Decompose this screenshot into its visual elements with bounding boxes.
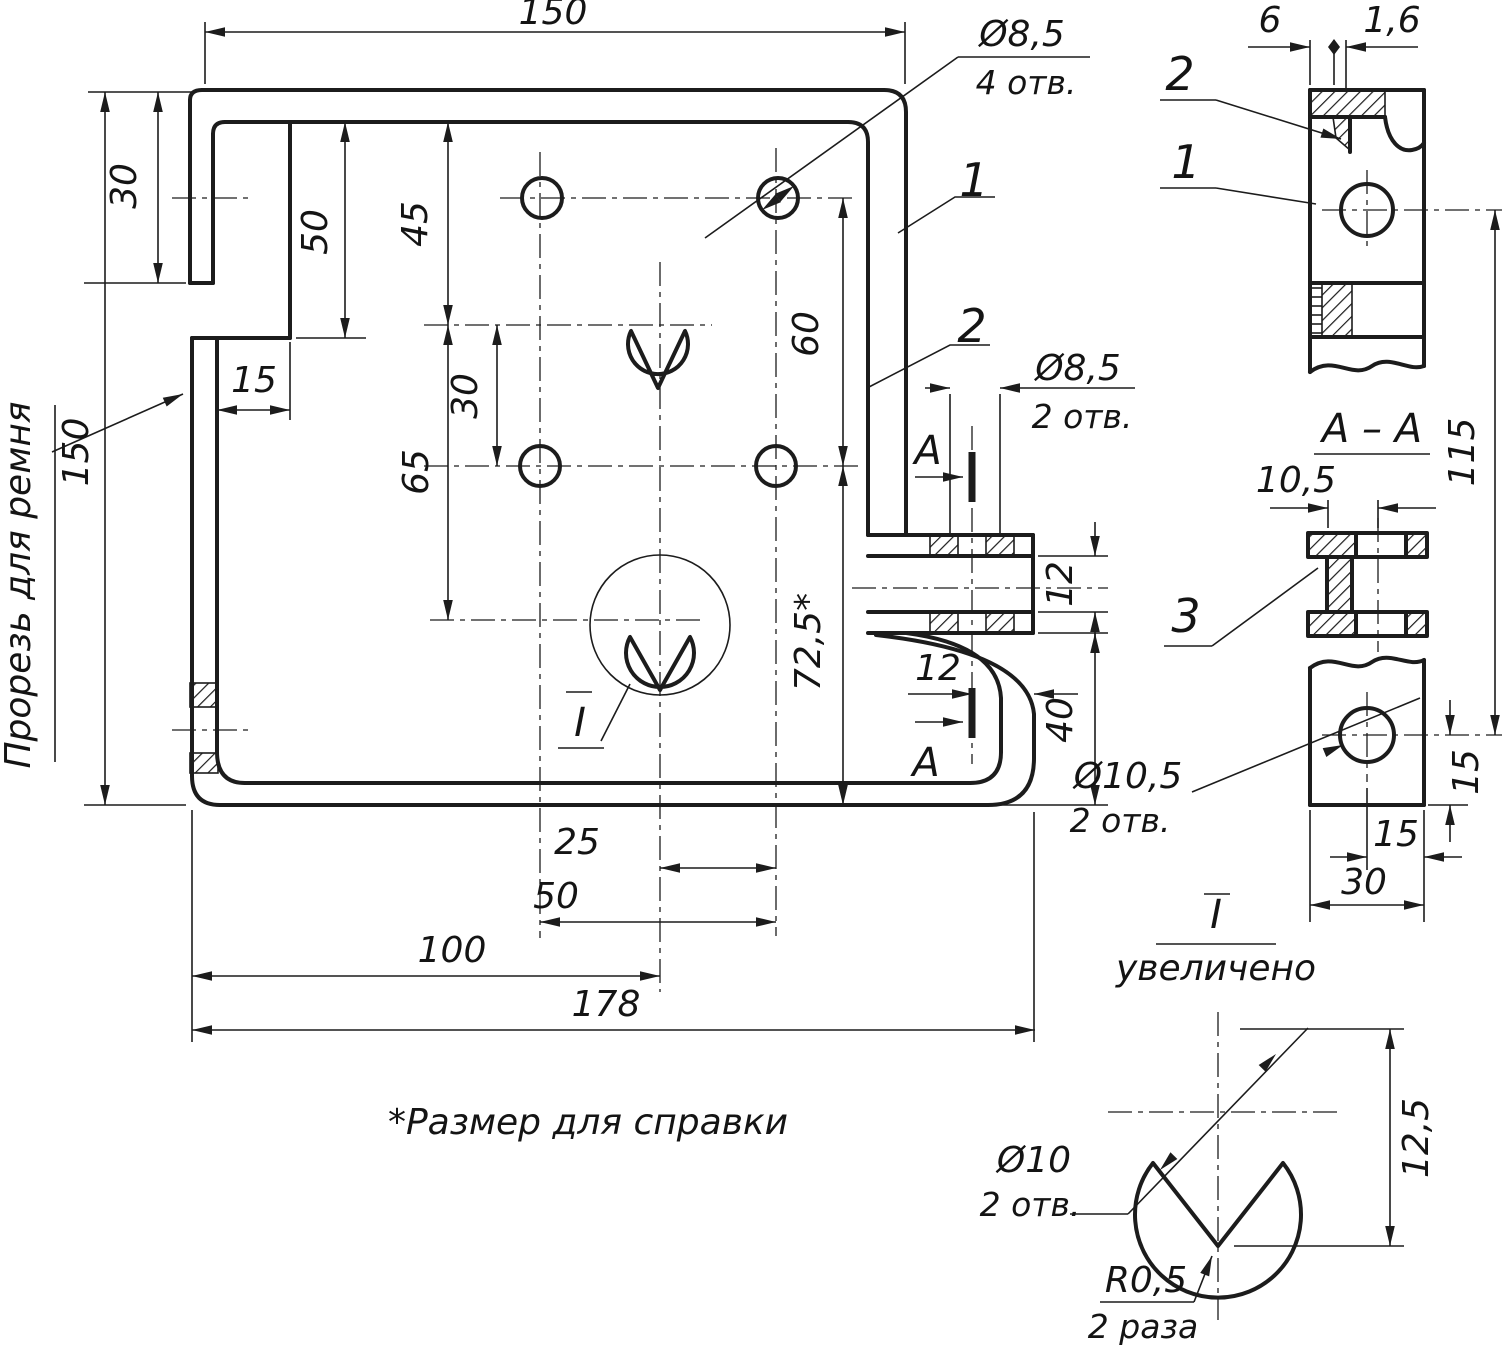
dim-12-bush: 12 [1040, 561, 1081, 607]
side-view-hatch-top [1309, 89, 1386, 118]
plate-outline [1308, 655, 1426, 807]
dim-30-top: 30 [104, 163, 145, 209]
weld-hatches [189, 534, 1015, 774]
section-letter-bottom: A [909, 740, 939, 786]
dim-12-offset: 12 [915, 648, 961, 689]
side-view-texts: 6 1,6 2 1 115 [1165, 0, 1483, 486]
detail-radius: R0,5 [1105, 1260, 1187, 1301]
dim-65: 65 [396, 449, 437, 495]
holes2-qty: 2 отв. [1032, 397, 1133, 436]
section-geometry [1306, 518, 1429, 652]
section-title: A – A [1319, 406, 1422, 452]
teardrop-hole-upper [626, 329, 690, 390]
leaders [51, 56, 1090, 749]
dim-115: 115 [1442, 418, 1483, 487]
side-callout-2: 2 [1165, 47, 1194, 101]
side-view-centerlines [1322, 170, 1502, 252]
dim-45: 45 [395, 201, 436, 247]
footnote: *Размер для справки [388, 1102, 788, 1143]
section-marks [915, 452, 976, 738]
detail-texts: Ø10 2 отв. 12,5 R0,5 2 раза [980, 1098, 1437, 1346]
side-view-dims [1160, 39, 1500, 735]
side-view-thread-comb [1310, 287, 1322, 334]
detail-marker: I [1210, 892, 1222, 938]
plate-view: Ø10,5 2 отв. 15 15 30 [1070, 655, 1502, 922]
section-a-a: A – A 10,5 [1164, 406, 1436, 652]
dim-50-bottom: 50 [533, 876, 579, 917]
holes4-diameter: Ø8,5 [977, 14, 1065, 55]
slot-leader-arrow [162, 394, 183, 407]
dim-30: 30 [1341, 862, 1387, 903]
detail-caption: увеличено [1115, 948, 1316, 989]
dim-60: 60 [786, 311, 827, 357]
dim-left-height: 150 [56, 418, 97, 487]
dim-178: 178 [572, 984, 641, 1025]
dim-top-width: 150 [519, 0, 588, 33]
dim-15-horiz: 15 [1373, 814, 1419, 855]
dim-10-5: 10,5 [1256, 460, 1336, 501]
detail-marker-main: I [574, 700, 586, 746]
main-view-texts: 150 150 30 50 45 65 30 60 72,5* 15 Ø8,5 … [0, 0, 1132, 1025]
holes2-diameter: Ø8,5 [1033, 348, 1121, 389]
plate-dims [1191, 697, 1468, 922]
dim-6: 6 [1259, 0, 1282, 41]
section-letter-top: A [911, 428, 941, 474]
plate-texts: Ø10,5 2 отв. 15 15 30 [1070, 749, 1487, 903]
plate-hole-qty: 2 отв. [1070, 801, 1171, 840]
side-view-hatch-mid [1321, 282, 1353, 338]
teardrop-hole-lower [624, 635, 696, 692]
detail-i-view: I увеличено Ø10 2 отв. 12,5 R0,5 2 раза [980, 892, 1437, 1346]
dim-1-6: 1,6 [1363, 0, 1420, 41]
dim-72-5: 72,5* [788, 593, 829, 691]
dim-25: 25 [554, 822, 600, 863]
callout-2: 2 [957, 299, 986, 353]
dim-30-mid: 30 [445, 373, 486, 419]
slot-label: Прорезь для ремня [0, 401, 39, 768]
detail-hole-qty: 2 отв. [980, 1185, 1081, 1224]
detail-centerlines [1108, 1012, 1340, 1320]
callout-1: 1 [959, 153, 988, 207]
detail-radius-qty: 2 раза [1088, 1307, 1198, 1346]
holes4-qty: 4 отв. [976, 63, 1077, 102]
plate-centerlines [1322, 692, 1502, 782]
plate-hole-diameter: Ø10,5 [1072, 756, 1183, 797]
section-dims [1164, 500, 1436, 647]
dim-50-slot: 50 [295, 209, 336, 255]
side-view: 6 1,6 2 1 115 [1160, 0, 1502, 735]
dim-40: 40 [1040, 697, 1081, 743]
centerlines [172, 148, 1108, 992]
dim-15: 15 [231, 360, 277, 401]
holes [518, 176, 800, 692]
callout-3: 3 [1171, 589, 1200, 643]
detail-hole-diameter: Ø10 [995, 1140, 1071, 1181]
detail-dims [1070, 1027, 1404, 1303]
dim-15-vert: 15 [1446, 749, 1487, 795]
side-view-hatch-notch [1332, 116, 1351, 152]
dimension-lines [84, 22, 1135, 1042]
side-callout-1: 1 [1171, 135, 1200, 189]
dim-100: 100 [418, 930, 487, 971]
teardrop-detail [1133, 1161, 1303, 1300]
dim-12-5: 12,5 [1396, 1098, 1437, 1178]
bracket-outline [188, 88, 1036, 807]
main-view: 150 150 30 50 45 65 30 60 72,5* 15 Ø8,5 … [0, 0, 1135, 1042]
